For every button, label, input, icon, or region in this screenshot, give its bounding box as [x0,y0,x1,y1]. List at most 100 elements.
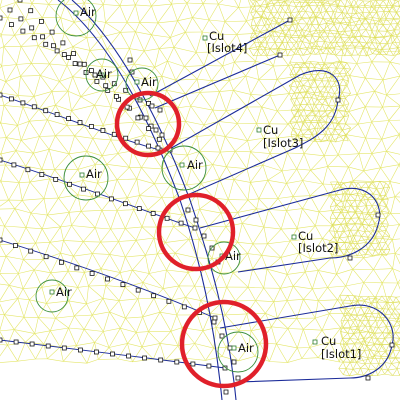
air-label: Air [80,5,96,19]
cu-label: Cu [321,334,336,348]
air-region-markers [35,0,259,373]
air-region-circle [125,67,159,101]
mesh-node [190,361,196,367]
mesh-node [66,116,71,121]
mesh-node [235,375,241,381]
region-label-marker [291,234,297,240]
mesh-node [109,196,114,202]
mesh-node [146,101,152,106]
slot-name-label: [Islot4] [207,41,247,55]
mesh-node [89,270,95,276]
mesh-node [77,61,83,67]
mesh-node [135,287,141,293]
mesh-node [185,207,191,213]
mesh-node [31,35,37,41]
region-label-marker [99,72,105,78]
mesh-node [149,103,155,109]
mesh-node [153,127,159,133]
mesh-node [219,333,225,339]
mesh-node [166,298,172,304]
air-region-circle [207,241,241,275]
air-label: Air [141,75,157,89]
air-region-circle [63,155,109,201]
mesh-node [20,100,26,106]
mesh-node [28,248,34,254]
mesh-node [124,104,130,110]
mesh-node [17,0,23,3]
mesh-node [155,145,161,151]
region-label-marker [202,35,208,41]
mesh-node [72,61,78,66]
highlight-circle [114,90,182,158]
mesh-node [158,357,164,363]
air-region-circle [35,279,69,313]
mesh-node [81,186,86,192]
mesh-node [148,123,154,129]
slot-name-label: [Islot2] [298,241,338,255]
region-labels: Air Air Air Air Air Air Air Air Cu [Islo… [49,5,361,361]
mesh-node [0,237,3,243]
mesh-node [61,52,67,57]
mesh-node [67,181,72,187]
mesh-node [142,355,148,361]
mesh-node [94,349,99,355]
mesh-node [59,259,64,265]
mesh-node [231,359,237,365]
mesh-node [114,94,119,99]
air-region-circle [217,331,259,373]
mesh-node [127,57,133,63]
air-region-circle [85,58,119,92]
mesh-node [0,15,3,21]
mesh-node [156,136,162,142]
region-label-marker [312,339,318,345]
mesh-node [7,7,13,13]
air-region-circle [161,145,207,191]
mesh-node [136,206,142,212]
mesh-node [375,212,381,218]
mesh-node [20,28,26,34]
mesh-node [223,389,229,395]
highlight-circle [156,192,236,272]
mesh-node [0,92,3,98]
air-label: Air [56,285,72,299]
mesh-node [123,135,129,141]
mesh-node [77,120,83,125]
mesh-node [110,351,115,357]
mesh-node [53,176,59,182]
mesh-node [81,61,87,67]
cu-label: Cu [298,229,313,243]
mesh-node [13,339,19,345]
air-region-circle [55,0,97,37]
mesh-node [54,48,60,54]
mesh-node [78,347,83,353]
mesh-node [212,315,218,321]
mesh-node [146,126,152,131]
mesh-node [8,22,14,28]
air-label: Air [96,67,112,81]
mesh-node [28,8,34,14]
mesh-node [8,96,14,102]
mesh-node [181,304,187,310]
mesh-node [18,16,24,22]
region-label-marker [134,79,140,85]
mesh-node [94,79,100,84]
mesh-node [43,41,49,47]
region-label-marker [79,172,85,178]
cu-label: Cu [263,123,278,137]
mesh-node [151,293,157,299]
air-label: Air [86,167,102,181]
highlight-annotations [114,90,269,389]
mesh-node [12,243,18,249]
mesh-node [74,265,80,271]
mesh-node [146,143,152,149]
mesh-node [135,115,141,121]
mesh-node [39,18,44,24]
mesh-node [25,167,31,173]
mesh-node [150,210,156,216]
slot2-outline [199,187,381,273]
mesh-node [0,337,3,343]
mesh-node [335,97,341,103]
region-label-marker [179,162,185,168]
air-label: Air [238,341,254,355]
